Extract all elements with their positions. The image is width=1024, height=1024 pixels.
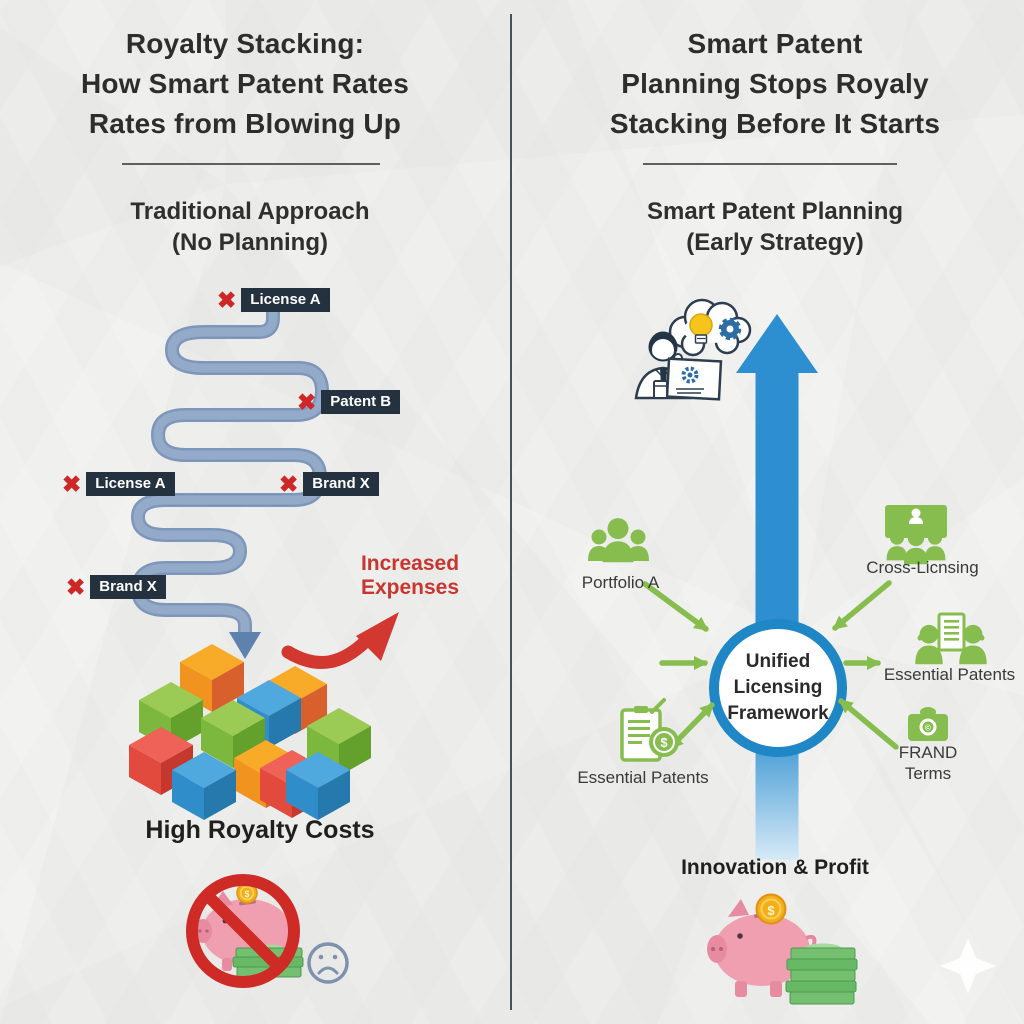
- svg-text:©: ©: [925, 724, 931, 733]
- node-line: Terms: [904, 764, 952, 783]
- profit-piggy-bank-icon: $: [707, 893, 858, 1005]
- note-line: Increased: [360, 552, 460, 575]
- node-essential-patents-left-label: Essential Patents: [577, 768, 709, 787]
- title-line: Royalty Stacking:: [125, 28, 365, 59]
- royalty-label-patent-b: ✖ Patent B: [297, 389, 401, 415]
- hub-line: Unified: [745, 651, 811, 672]
- arrow-frand-to-hub: [838, 698, 899, 750]
- node-line: FRAND: [898, 743, 958, 762]
- royalty-label-license-a-2: ✖ License A: [62, 472, 175, 496]
- title-line: Planning Stops Royaly: [621, 68, 929, 99]
- royalty-label-tag: License A: [241, 288, 330, 312]
- coin-icon: $: [755, 893, 787, 925]
- unified-licensing-hub-label: Unified Licensing Framework: [714, 645, 842, 731]
- patent-board-icon: [653, 357, 723, 401]
- node-frand-terms-label: FRAND Terms: [880, 742, 976, 784]
- royalty-label-tag: Patent B: [321, 390, 401, 414]
- title-line: Smart Patent: [687, 28, 863, 59]
- high-royalty-costs-caption: High Royalty Costs: [145, 816, 375, 844]
- no-savings-piggy-bank-icon: $: [186, 874, 304, 988]
- cross-licensing-meeting-icon: [885, 505, 947, 565]
- lightbulb-icon: [689, 313, 713, 344]
- title-line: Stacking Before It Starts: [609, 108, 941, 139]
- innovator-thinker-icon: [634, 298, 752, 401]
- node-portfolio-a-label: Portfolio A: [581, 573, 660, 592]
- left-panel-title: Royalty Stacking: How Smart Patent Rates…: [20, 24, 470, 144]
- coin-icon: $: [236, 882, 258, 904]
- innovation-profit-caption: Innovation & Profit: [681, 856, 869, 879]
- right-title-underline: [643, 163, 897, 165]
- x-mark-icon: ✖: [279, 471, 299, 497]
- svg-text:$: $: [244, 889, 249, 899]
- right-panel-subtitle: Smart Patent Planning (Early Strategy): [555, 196, 995, 258]
- hub-line: Framework: [727, 703, 829, 724]
- sad-face-icon: [307, 942, 349, 984]
- arrow-portfolio-to-hub: [642, 581, 709, 632]
- gear-icon: [718, 317, 742, 341]
- subtitle-line: (Early Strategy): [686, 229, 864, 256]
- title-line: Rates from Blowing Up: [88, 108, 402, 139]
- portfolio-people-icon: [588, 518, 649, 563]
- royalty-label-brand-x-2: ✖ Brand X: [66, 575, 166, 599]
- growth-up-arrow: [736, 314, 818, 860]
- royalty-label-tag: Brand X: [90, 575, 166, 599]
- patent-document-dollar-icon: $: [620, 698, 679, 762]
- hub-line: Licensing: [733, 677, 823, 698]
- node-cross-licensing-label: Cross-Licnsing: [866, 558, 979, 577]
- frand-terms-badge-icon: ©: [908, 707, 948, 741]
- svg-text:$: $: [767, 903, 775, 918]
- subtitle-line: Smart Patent Planning: [646, 198, 904, 225]
- x-mark-icon: ✖: [62, 471, 82, 497]
- node-essential-patents-right-label: Essential Patents: [883, 665, 1016, 684]
- royalty-blocks-stack-icon: [129, 644, 371, 820]
- royalty-label-tag: License A: [86, 472, 175, 496]
- royalty-label-brand-x-1: ✖ Brand X: [279, 472, 379, 496]
- right-panel-title: Smart Patent Planning Stops Royaly Stack…: [555, 24, 995, 144]
- sparkle-icon: [940, 938, 996, 994]
- x-mark-icon: ✖: [297, 389, 317, 415]
- x-mark-icon: ✖: [217, 287, 237, 313]
- title-line: How Smart Patent Rates: [80, 68, 410, 99]
- left-title-underline: [122, 163, 380, 165]
- svg-text:$: $: [660, 735, 668, 750]
- royalty-label-license-a-1: ✖ License A: [217, 288, 330, 312]
- royalty-label-tag: Brand X: [303, 472, 379, 496]
- arrow-cross-to-hub: [832, 580, 892, 631]
- x-mark-icon: ✖: [66, 574, 86, 600]
- note-line: Expenses: [360, 576, 460, 599]
- path-down-arrowhead-icon: [229, 632, 261, 659]
- increased-expenses-note: Increased Expenses: [345, 552, 475, 600]
- left-panel-subtitle: Traditional Approach (No Planning): [35, 196, 465, 258]
- increased-expenses-arrow-icon: [281, 612, 399, 670]
- cash-stack-icon: [785, 943, 858, 1005]
- unified-licensing-hub-circle: [709, 619, 847, 757]
- essential-patents-people-document-icon: [915, 612, 987, 665]
- subtitle-line: Traditional Approach: [130, 198, 370, 225]
- panel-divider: [510, 14, 512, 1010]
- subtitle-line: (No Planning): [172, 229, 328, 256]
- prohibition-sign-icon: [186, 874, 300, 988]
